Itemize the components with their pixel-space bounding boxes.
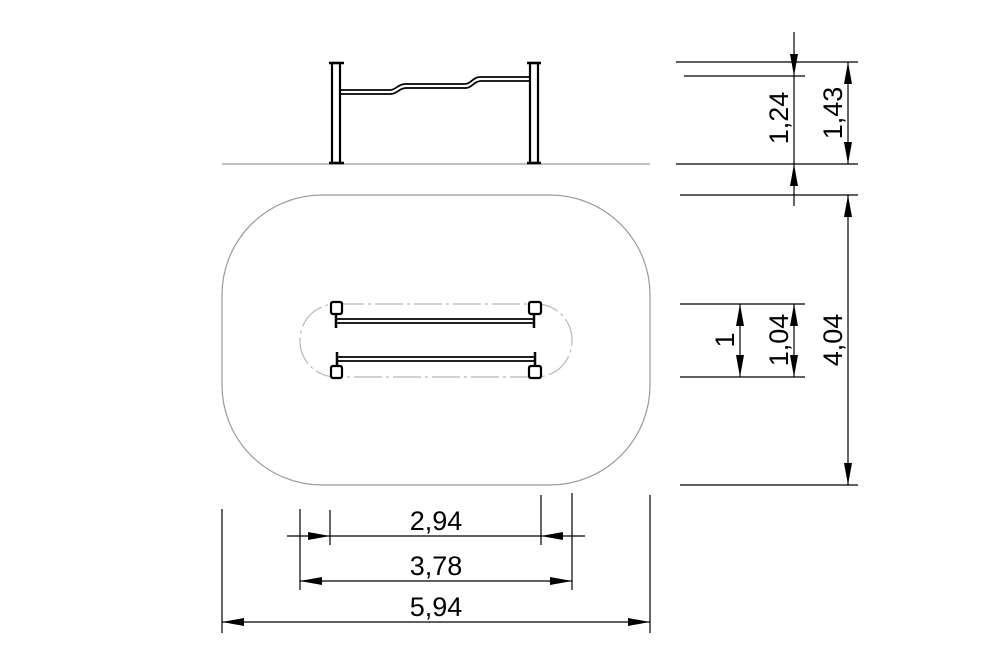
dim-inner-length: 2,94 (410, 506, 463, 536)
dim-height-beam: 1,24 (764, 92, 794, 145)
left-post (330, 61, 342, 165)
dim-equipment-depth: 1,04 (764, 314, 794, 367)
plan-view (221, 194, 651, 486)
beam-bottom (340, 80, 530, 95)
beam-top (340, 76, 530, 91)
right-post (528, 61, 540, 165)
dim-total-depth: 4,04 (818, 314, 848, 367)
inner-zone-outline (299, 303, 573, 378)
safety-zone-outline (221, 194, 651, 486)
dim-height-total: 1,43 (818, 87, 848, 140)
dim-inner-width: 1 (710, 332, 740, 347)
length-dimensions: 2,94 3,78 5,94 (221, 493, 651, 633)
elevation-dimensions: 1,24 1,43 (676, 32, 858, 206)
dim-total-length: 5,94 (410, 592, 463, 622)
plan-dimensions: 1 1,04 4,04 (680, 195, 858, 486)
post-top-left (329, 300, 344, 316)
side-elevation (222, 61, 650, 165)
post-bottom-left (329, 364, 344, 380)
post-top-right (527, 300, 543, 316)
post-bottom-right (527, 364, 543, 380)
dim-equipment-length: 3,78 (410, 551, 463, 581)
